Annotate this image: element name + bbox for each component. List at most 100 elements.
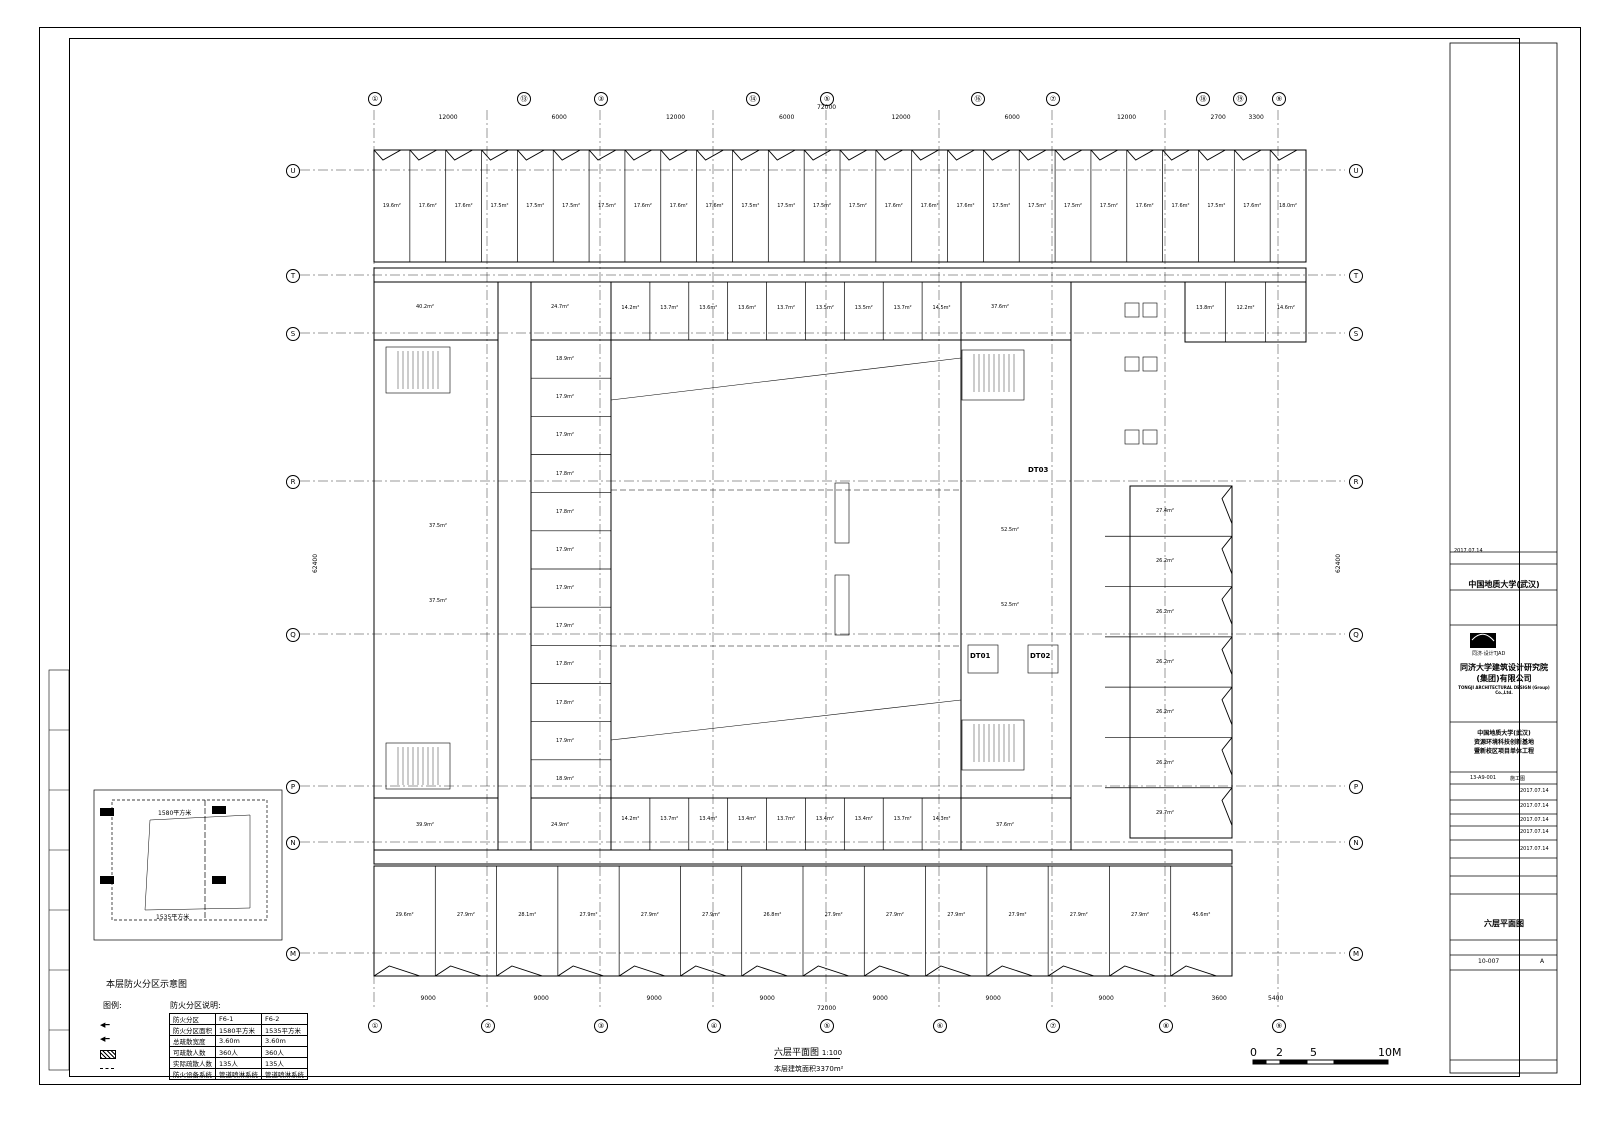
legend-dash-icon [100,1068,114,1069]
overall-height-right: 62400 [1335,553,1343,574]
overall-width-top: 72000 [817,104,837,111]
grid-row-bubble: N [286,836,300,850]
grid-row-bubble: R [1349,475,1363,489]
top-dimension: 12000 [1117,114,1137,121]
tb-designer-en: TONGJI ARCHITECTURAL DESIGN (Group) Co.,… [1458,685,1550,695]
plan-title-underline [774,1058,840,1059]
grid-row-bubble: U [286,164,300,178]
bottom-dimension: 9000 [759,995,775,1002]
grid-row-bubble: M [286,947,300,961]
plan-title: 六层平面图 1:100 [774,1045,842,1058]
tb-sheet-no: 10-007 [1478,958,1500,965]
grid-column-bubble: ⑤ [820,92,834,106]
grid-row-bubble: R [286,475,300,489]
grid-column-bubble: ⑧ [1159,1019,1173,1033]
scale-bar-label-0: 0 [1250,1046,1257,1059]
tb-project-1: 中国地质大学(武汉) [1477,730,1531,737]
grid-column-bubble: ② [481,1019,495,1033]
fire-zone-1-area: 1580平方米 [158,810,192,817]
fire-table-cell: 管道喷淋系统 [261,1068,308,1080]
grid-row-bubble: S [1349,327,1363,341]
tb-date: 2017.07.14 [1520,829,1549,835]
tb-date: 2017.07.14 [1520,846,1549,852]
tb-project-no: 13-A9-001 [1470,775,1497,781]
fire-table-cell: 3.60m [261,1035,308,1047]
grid-column-bubble: ⑥ [933,1019,947,1033]
fire-table-cell: 360人 [261,1046,308,1058]
grid-column-bubble: ⑨ [1272,92,1286,106]
bottom-dimension: 5400 [1268,995,1284,1002]
scale-bar-label-2: 2 [1276,1046,1283,1059]
grid-column-bubble: ① [368,92,382,106]
bottom-dimension: 9000 [872,995,888,1002]
grid-row-bubble: P [1349,780,1363,794]
fire-zone-2-area: 1535平方米 [156,914,190,921]
grid-column-bubble: ⑦ [1046,92,1060,106]
grid-column-bubble: ⑦ [1046,1019,1060,1033]
elevator-dt01: DT01 [970,652,991,660]
tb-date: 2017.07.14 [1520,788,1549,794]
bottom-dimension: 9000 [985,995,1001,1002]
fire-table-cell: 135人 [215,1057,262,1069]
grid-column-bubble: ⑲ [1233,92,1247,106]
grid-row-bubble: Q [286,628,300,642]
fire-zone-title: 本层防火分区示意图 [106,980,188,990]
grid-column-bubble: ⑭ [746,92,760,106]
fire-table-cell: 1535平方米 [261,1024,308,1036]
bottom-dimension: 9000 [646,995,662,1002]
legend-hatch-icon [100,1050,116,1059]
elevator-dt03: DT03 [1028,466,1049,474]
top-dimension: 6000 [551,114,567,121]
fire-table-cell: F6-2 [261,1013,308,1025]
grid-row-bubble: U [1349,164,1363,178]
top-dimension: 12000 [438,114,458,121]
grid-column-bubble: ③ [594,1019,608,1033]
fire-table-cell: 实际疏散人数 [169,1057,216,1069]
elevator-dt02: DT02 [1030,652,1051,660]
grid-column-bubble: ⑯ [971,92,985,106]
grid-row-bubble: T [1349,269,1363,283]
top-dimension: 12000 [891,114,911,121]
bottom-dimension: 9000 [1098,995,1114,1002]
top-dimension: 6000 [779,114,795,121]
tb-drawing-title: 六层平面图 [1484,919,1524,928]
fire-table-cell: 防火分区面积 [169,1024,216,1036]
grid-column-bubble: ⑨ [1272,1019,1286,1033]
grid-column-bubble: ③ [594,92,608,106]
grid-column-bubble: ⑤ [820,1019,834,1033]
grid-row-bubble: N [1349,836,1363,850]
grid-row-bubble: M [1349,947,1363,961]
fire-table-cell: F6-1 [215,1013,262,1025]
top-dimension: 12000 [666,114,686,121]
fire-table-cell: 防火设备系统 [169,1068,216,1080]
plan-title-text: 六层平面图 [774,1048,820,1058]
grid-row-bubble: P [286,780,300,794]
tb-rev: A [1540,958,1545,965]
bottom-dimension: 9000 [420,995,436,1002]
scale-bar-label-10: 10M [1378,1046,1402,1059]
grid-row-bubble: S [286,327,300,341]
tb-phase: 施工图 [1510,776,1526,782]
top-dimension: 3300 [1248,114,1264,121]
fire-table-cell: 135人 [261,1057,308,1069]
tb-date: 2017.07.14 [1520,817,1549,823]
tb-designer-1: 同济大学建筑设计研究院 [1460,663,1548,672]
legend-arrow-icon: ◀━ [100,1021,110,1029]
overall-height-left: 62400 [312,553,320,574]
sheet-inner-frame [69,38,1520,1077]
fire-table-row: 防火设备系统管道喷淋系统管道喷淋系统 [169,1068,308,1080]
grid-column-bubble: ④ [707,1019,721,1033]
tb-logo-text: 同济·设计TJAD [1472,651,1506,657]
plan-area-note: 本层建筑面积3370m² [774,1065,844,1073]
scale-bar-label-5: 5 [1310,1046,1317,1059]
bottom-dimension: 9000 [533,995,549,1002]
top-dimension: 6000 [1004,114,1020,121]
grid-row-bubble: Q [1349,628,1363,642]
